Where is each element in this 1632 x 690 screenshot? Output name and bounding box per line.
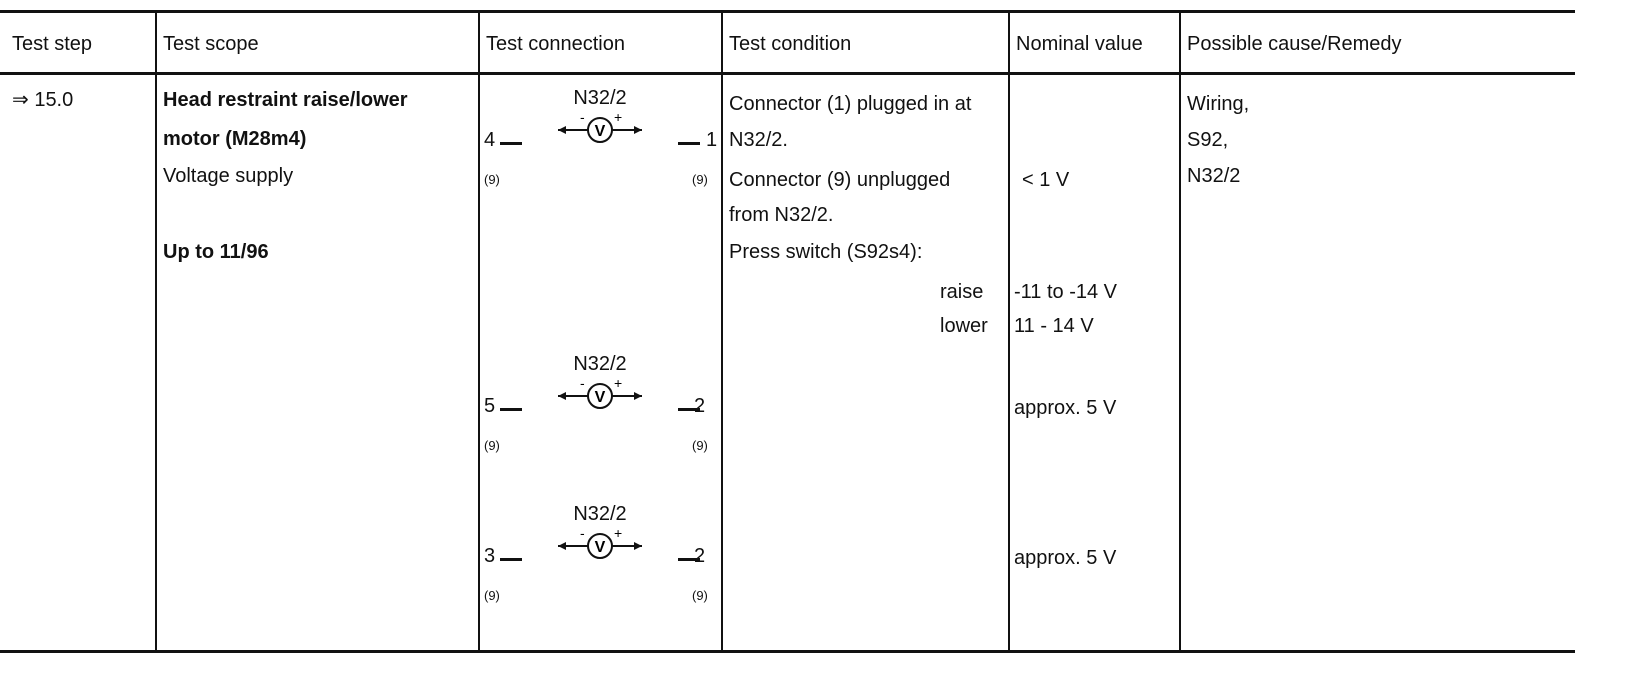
col-divider-1 <box>155 12 157 652</box>
test-step-number: ⇒ 15.0 <box>12 89 74 111</box>
nominal-value-3: approx. 5 V <box>1014 547 1117 569</box>
voltmeter-symbol: N32/2 V - + <box>540 352 660 412</box>
voltmeter-icon: V - + <box>558 376 642 409</box>
pin-left: 5 <box>484 395 496 417</box>
connector-left: (9) <box>484 438 500 453</box>
svg-text:+: + <box>614 526 622 541</box>
condition-line-5: Press switch (S92s4): <box>729 241 923 263</box>
condition-line-1: Connector (1) plugged in at <box>729 93 972 115</box>
header-test-connection: Test connection <box>486 33 625 55</box>
svg-text:-: - <box>580 110 585 125</box>
cause-line-2: S92, <box>1187 129 1229 151</box>
condition-line-2: N32/2. <box>729 129 788 151</box>
header-test-step: Test step <box>12 33 93 55</box>
col-divider-5 <box>1179 12 1181 652</box>
header-possible-cause: Possible cause/Remedy <box>1187 33 1402 55</box>
col-divider-2 <box>478 12 480 652</box>
scope-title-line-1: Head restraint raise/lower <box>163 89 408 111</box>
connector-right: (9) <box>692 172 708 187</box>
nominal-value-lower: 11 - 14 V <box>1014 315 1094 337</box>
connection-diagram-3: 3 N32/2 V - + 2 (9) (9) <box>480 502 720 603</box>
pin-right: 2 <box>694 545 706 567</box>
svg-text:+: + <box>614 376 622 391</box>
pin-right: 2 <box>694 395 706 417</box>
cause-line-1: Wiring, <box>1187 93 1250 115</box>
svg-text:-: - <box>580 376 585 391</box>
bottom-rule <box>0 650 1575 653</box>
svg-text:+: + <box>614 110 622 125</box>
connection-diagram-1: 4 N32/2 V - + 1 (9) (9) <box>480 86 720 187</box>
wire-right <box>678 408 700 411</box>
svg-text:-: - <box>580 526 585 541</box>
pin-left: 3 <box>484 545 496 567</box>
voltmeter-symbol: N32/2 V - + <box>540 86 660 146</box>
condition-line-3: Connector (9) unplugged <box>729 169 951 191</box>
header-nominal-value: Nominal value <box>1016 33 1143 55</box>
svg-text:V: V <box>595 539 606 556</box>
condition-lower: lower <box>940 315 988 337</box>
scope-title-line-2: motor (M28m4) <box>163 128 307 150</box>
wire-right <box>678 142 700 145</box>
wire-left <box>500 408 522 411</box>
top-rule <box>0 10 1575 13</box>
voltmeter-icon: V - + <box>558 110 642 143</box>
nominal-value-2: approx. 5 V <box>1014 397 1117 419</box>
header-rule <box>0 72 1575 75</box>
component-label: N32/2 <box>573 503 627 525</box>
voltmeter-symbol: N32/2 V - + <box>540 502 660 562</box>
connector-left: (9) <box>484 172 500 187</box>
col-divider-3 <box>721 12 723 652</box>
header-test-condition: Test condition <box>729 33 852 55</box>
wire-left <box>500 558 522 561</box>
connection-diagram-2: 5 N32/2 V - + 2 (9) (9) <box>480 352 720 453</box>
condition-line-4: from N32/2. <box>729 204 834 226</box>
connector-left: (9) <box>484 588 500 603</box>
scope-note: Up to 11/96 <box>163 241 269 263</box>
col-divider-4 <box>1008 12 1010 652</box>
condition-raise: raise <box>940 281 984 303</box>
voltmeter-icon: V - + <box>558 526 642 559</box>
wire-left <box>500 142 522 145</box>
scope-subtitle: Voltage supply <box>163 165 294 187</box>
svg-text:V: V <box>595 389 606 406</box>
wire-right <box>678 558 700 561</box>
component-label: N32/2 <box>573 87 627 109</box>
pin-right: 1 <box>706 129 718 151</box>
connector-right: (9) <box>692 438 708 453</box>
header-test-scope: Test scope <box>163 33 259 55</box>
cause-line-3: N32/2 <box>1187 165 1241 187</box>
connector-right: (9) <box>692 588 708 603</box>
nominal-value-1: < 1 V <box>1022 169 1070 191</box>
svg-text:V: V <box>595 123 606 140</box>
nominal-value-raise: -11 to -14 V <box>1014 281 1118 303</box>
component-label: N32/2 <box>573 353 627 375</box>
pin-left: 4 <box>484 129 496 151</box>
